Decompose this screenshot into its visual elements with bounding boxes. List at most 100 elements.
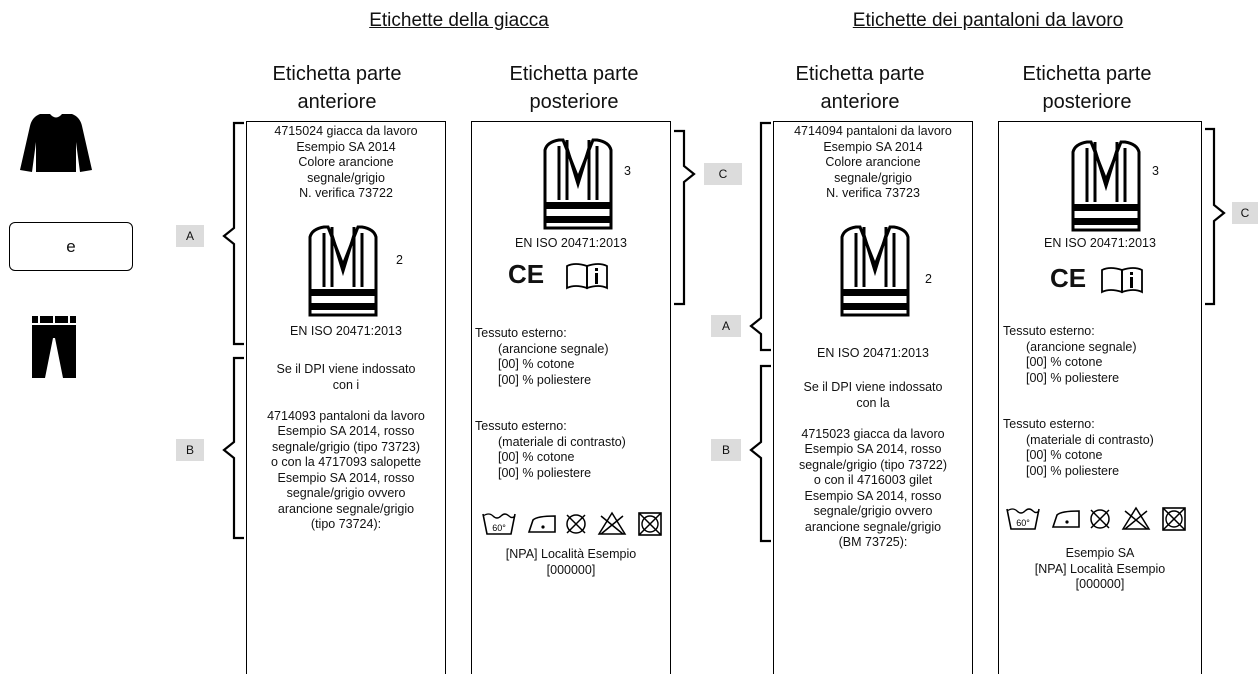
text-line: o con il 4716003 gilet	[813, 473, 933, 487]
jacket-labels-heading: Etichette della giacca	[369, 10, 549, 31]
bracket-b-trousers	[749, 364, 771, 543]
bracket-a-trousers	[749, 121, 771, 352]
text-line: [00] % poliestere	[1026, 463, 1120, 478]
text-line: 4714093 pantaloni da lavoro	[267, 408, 425, 423]
text-line: segnale/grigio (tipo 73723)	[271, 439, 421, 454]
text-line: Esempio SA 2014	[296, 139, 396, 154]
text-line: con la	[856, 395, 890, 410]
text-line: Se il DPI viene indossato	[276, 362, 416, 376]
text-line: Esempio SA 2014, rosso	[804, 488, 942, 503]
text-line: 4715023 giacca da lavoro	[801, 426, 945, 441]
trousers-back-footer: Esempio SA [NPA] Località Esempio [00000…	[998, 546, 1202, 593]
jacket-back-footer: [NPA] Località Esempio [000000]	[471, 547, 671, 578]
text-line: Tessuto esterno:	[1003, 324, 1095, 338]
text-line: Colore arancione	[825, 155, 921, 169]
jacket-back-fabric-contrast: Tessuto esterno: (materiale di contrasto…	[475, 419, 626, 481]
vest-class-number: 2	[925, 272, 932, 286]
column-title-line: Etichetta parte	[509, 63, 639, 85]
text-line: arancione segnale/grigio	[277, 501, 415, 516]
text-line: [00] % cotone	[498, 450, 575, 464]
text-line: segnale/grigio ovvero	[286, 486, 406, 500]
badge-a-jacket: A	[176, 225, 204, 247]
text-line: [000000]	[1075, 577, 1125, 591]
high-visibility-vest-icon	[308, 225, 378, 317]
high-visibility-vest-icon	[1071, 140, 1141, 232]
text-line: segnale/grigio	[834, 170, 912, 185]
no-tumble-dry-icon	[1090, 509, 1110, 529]
text-line: Esempio SA 2014	[823, 139, 923, 154]
badge-a-trousers: A	[711, 315, 741, 337]
text-line: [000000]	[546, 562, 596, 577]
trousers-back-fabric-outer: Tessuto esterno: (arancione segnale) [00…	[1003, 324, 1137, 386]
text-line: segnale/grigio (tipo 73722)	[798, 457, 948, 472]
text-line: N. verifica 73722	[299, 186, 393, 200]
text-line: Esempio SA 2014, rosso	[277, 424, 415, 438]
text-line: Esempio SA	[1065, 546, 1135, 560]
jacket-back-label	[471, 121, 671, 674]
text-line: arancione segnale/grigio	[804, 519, 942, 534]
text-line: (arancione segnale)	[1026, 339, 1137, 354]
badge-b-jacket: B	[176, 439, 204, 461]
column-title-trousers-back: Etichetta parte posteriore	[987, 60, 1187, 116]
column-title-jacket-front: Etichetta parte anteriore	[237, 60, 437, 116]
trousers-front-label	[773, 121, 973, 674]
jacket-front-combination-text: Se il DPI viene indossato con i 4714093 …	[246, 362, 446, 533]
no-dry-clean-icon	[638, 512, 662, 536]
care-symbols: 60°	[482, 511, 662, 536]
text-line: Tessuto esterno:	[475, 326, 567, 340]
text-line: o con la 4717093 salopette	[270, 455, 422, 469]
high-visibility-vest-icon	[543, 138, 613, 230]
connector-text: e	[66, 236, 76, 256]
text-line: [00] % poliestere	[1026, 370, 1120, 385]
connector-box: e	[9, 222, 133, 271]
text-line: [00] % poliestere	[498, 465, 592, 480]
column-title-line: posteriore	[529, 91, 619, 113]
bracket-c-jacket	[674, 129, 696, 306]
text-line: Tessuto esterno:	[1003, 417, 1095, 431]
vest-class-number: 3	[624, 164, 631, 178]
trousers-back-fabric-contrast: Tessuto esterno: (materiale di contrasto…	[1003, 417, 1154, 479]
column-title-line: posteriore	[1042, 91, 1132, 113]
wash-60-icon: 60°	[1006, 508, 1040, 530]
trousers-front-combination-text: Se il DPI viene indossato con la 4715023…	[773, 380, 973, 551]
trousers-back-label	[998, 121, 1202, 674]
column-title-line: Etichetta parte	[1022, 63, 1152, 85]
column-title-trousers-front: Etichetta parte anteriore	[760, 60, 960, 116]
manual-info-icon	[566, 263, 608, 290]
text-line: [00] % cotone	[1026, 448, 1103, 462]
badge-b-trousers: B	[711, 439, 741, 461]
text-line: [00] % cotone	[1026, 355, 1103, 369]
jacket-back-fabric-outer: Tessuto esterno: (arancione segnale) [00…	[475, 326, 609, 388]
care-symbols: 60°	[1006, 506, 1186, 531]
iron-low-icon	[1051, 510, 1080, 528]
column-title-line: anteriore	[297, 91, 377, 113]
standard-text: EN ISO 20471:2013	[290, 324, 402, 338]
text-line: (BM 73725):	[838, 535, 908, 549]
trousers-icon	[32, 316, 76, 378]
text-line: Esempio SA 2014, rosso	[804, 442, 942, 456]
text-line: 4715024 giacca da lavoro	[274, 124, 418, 138]
standard-text: EN ISO 20471:2013	[515, 236, 627, 250]
high-visibility-vest-icon	[840, 225, 910, 317]
jacket-icon	[20, 114, 92, 172]
iron-low-icon	[527, 515, 556, 533]
bracket-b-jacket	[222, 356, 244, 540]
no-tumble-dry-icon	[566, 514, 586, 534]
standard-text: EN ISO 20471:2013	[817, 346, 929, 360]
column-title-line: anteriore	[820, 91, 900, 113]
jacket-front-label	[246, 121, 446, 674]
svg-text:60°: 60°	[1016, 518, 1030, 528]
manual-info-icon	[1101, 267, 1143, 294]
vest-class-number: 3	[1152, 164, 1159, 178]
badge-c-jacket: C	[704, 163, 742, 185]
text-line: N. verifica 73723	[826, 186, 920, 200]
column-title-jacket-back: Etichetta parte posteriore	[474, 60, 674, 116]
no-bleach-icon	[1121, 506, 1151, 530]
text-line: Se il DPI viene indossato	[803, 380, 943, 394]
text-line: [NPA] Località Esempio	[1034, 561, 1166, 576]
text-line: segnale/grigio ovvero	[813, 504, 933, 518]
ce-mark: CE	[1050, 263, 1087, 293]
text-line: Colore arancione	[298, 155, 394, 169]
